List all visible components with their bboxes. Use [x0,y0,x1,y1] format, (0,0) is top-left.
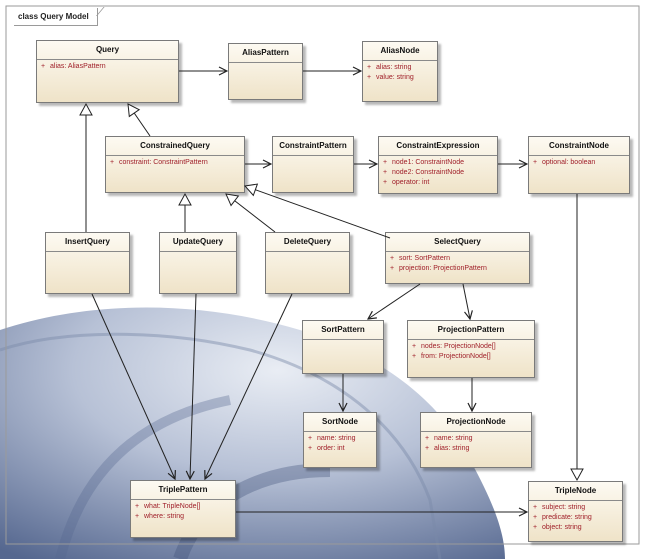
diagram-title: class Query Model [14,8,98,26]
class-alias-node[interactable]: AliasNode +alias: string +value: string [362,41,438,102]
class-delete-query[interactable]: DeleteQuery [265,232,350,294]
attribute: +what: TripleNode[] [135,503,201,510]
attribute: +node1: ConstraintNode [383,159,464,166]
class-name: SortNode [304,413,376,432]
attribute-list: +optional: boolean [529,156,629,170]
attribute: +value: string [367,74,414,81]
class-name: InsertQuery [46,233,129,252]
class-update-query[interactable]: UpdateQuery [159,232,237,294]
class-name: TripleNode [529,482,622,501]
attribute: +predicate: string [533,514,592,521]
attribute: +optional: boolean [533,159,596,166]
class-query[interactable]: Query +alias: AliasPattern [36,40,179,103]
class-name: Query [37,41,178,60]
attribute: +object: string [533,524,582,531]
class-name: AliasPattern [229,44,302,63]
attribute-list: +alias: string +value: string [363,61,437,85]
class-name: DeleteQuery [266,233,349,252]
attribute: +sort: SortPattern [390,255,450,262]
class-name: ProjectionNode [421,413,531,432]
attribute: +projection: ProjectionPattern [390,265,487,272]
class-insert-query[interactable]: InsertQuery [45,232,130,294]
attribute: +node2: ConstraintNode [383,169,464,176]
class-constraint-pattern[interactable]: ConstraintPattern [272,136,354,193]
class-alias-pattern[interactable]: AliasPattern [228,43,303,100]
attribute-list: +name: string +alias: string [421,432,531,456]
attribute: +from: ProjectionNode[] [412,353,491,360]
attribute: +name: string [308,435,356,442]
attribute-list: +name: string +order: int [304,432,376,456]
attribute: +order: int [308,445,345,452]
class-name: UpdateQuery [160,233,236,252]
class-sort-node[interactable]: SortNode +name: string +order: int [303,412,377,468]
class-name: ProjectionPattern [408,321,534,340]
attribute: +name: string [425,435,473,442]
class-name: ConstraintExpression [379,137,497,156]
class-triple-node[interactable]: TripleNode +subject: string +predicate: … [528,481,623,542]
class-constrained-query[interactable]: ConstrainedQuery +constraint: Constraint… [105,136,245,193]
class-triple-pattern[interactable]: TriplePattern +what: TripleNode[] +where… [130,480,236,538]
class-constraint-expression[interactable]: ConstraintExpression +node1: ConstraintN… [378,136,498,194]
class-select-query[interactable]: SelectQuery +sort: SortPattern +projecti… [385,232,530,284]
class-name: TriplePattern [131,481,235,500]
attribute: +alias: string [425,445,470,452]
class-projection-node[interactable]: ProjectionNode +name: string +alias: str… [420,412,532,468]
class-name: ConstraintNode [529,137,629,156]
attribute: +alias: string [367,64,412,71]
attribute: +nodes: ProjectionNode[] [412,343,496,350]
attribute-list: +what: TripleNode[] +where: string [131,500,235,524]
attribute: +subject: string [533,504,586,511]
attribute-list: +alias: AliasPattern [37,60,178,74]
attribute: +constraint: ConstraintPattern [110,159,208,166]
class-constraint-node[interactable]: ConstraintNode +optional: boolean [528,136,630,194]
attribute-list: +constraint: ConstraintPattern [106,156,244,170]
class-name: SelectQuery [386,233,529,252]
attribute: +where: string [135,513,185,520]
class-projection-pattern[interactable]: ProjectionPattern +nodes: ProjectionNode… [407,320,535,378]
class-name: AliasNode [363,42,437,61]
attribute: +alias: AliasPattern [41,63,106,70]
attribute: +operator: int [383,179,430,186]
attribute-list: +node1: ConstraintNode +node2: Constrain… [379,156,497,190]
class-name: ConstrainedQuery [106,137,244,156]
class-sort-pattern[interactable]: SortPattern [302,320,384,374]
class-name: ConstraintPattern [273,137,353,156]
attribute-list: +sort: SortPattern +projection: Projecti… [386,252,529,276]
attribute-list: +nodes: ProjectionNode[] +from: Projecti… [408,340,534,364]
attribute-list: +subject: string +predicate: string +obj… [529,501,622,535]
class-name: SortPattern [303,321,383,340]
